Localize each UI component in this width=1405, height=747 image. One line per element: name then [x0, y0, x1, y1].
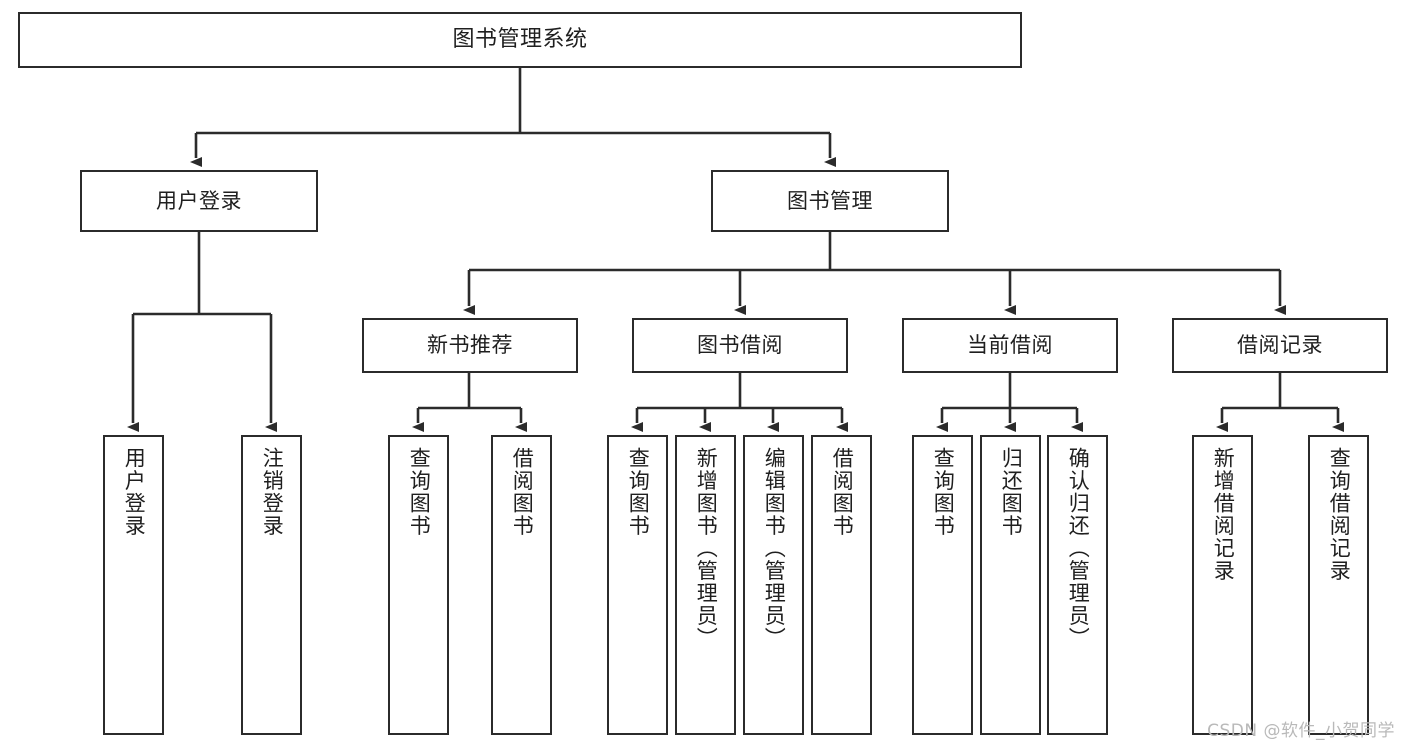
- leaf-add-borrow-record[interactable]: 新增借阅记录: [1192, 435, 1253, 735]
- leaf-query-borrow-record[interactable]: 查询借阅记录: [1308, 435, 1369, 735]
- leaf-edit-book-admin[interactable]: 编辑图书（管理员）: [743, 435, 804, 735]
- node-book-borrow[interactable]: 图书借阅: [632, 318, 848, 373]
- node-label: 归还图书: [999, 447, 1024, 537]
- node-new-book-recommend[interactable]: 新书推荐: [362, 318, 578, 373]
- leaf-confirm-return-admin[interactable]: 确认归还（管理员）: [1047, 435, 1108, 735]
- node-label: 查询图书: [931, 447, 956, 537]
- node-label: 当前借阅: [967, 333, 1053, 358]
- node-label: 借阅图书: [830, 447, 855, 537]
- node-label: 注销登录: [260, 447, 285, 537]
- node-label: 新增借阅记录: [1211, 447, 1236, 582]
- node-book-manage[interactable]: 图书管理: [711, 170, 949, 232]
- node-label: 用户登录: [122, 447, 147, 537]
- node-label: 借阅记录: [1237, 333, 1323, 358]
- leaf-borrow-book[interactable]: 借阅图书: [811, 435, 872, 735]
- node-root-system[interactable]: 图书管理系统: [18, 12, 1022, 68]
- node-label: 新增图书（管理员）: [694, 447, 719, 650]
- leaf-query-book-new-rec[interactable]: 查询图书: [388, 435, 449, 735]
- node-label: 查询图书: [626, 447, 651, 537]
- node-label: 用户登录: [156, 188, 242, 213]
- csdn-watermark: CSDN @软件_小贺同学: [1207, 721, 1395, 741]
- node-label: 图书管理: [787, 188, 873, 213]
- leaf-borrow-book-new-rec[interactable]: 借阅图书: [491, 435, 552, 735]
- node-label: 查询图书: [407, 447, 432, 537]
- leaf-query-book-borrow[interactable]: 查询图书: [607, 435, 668, 735]
- leaf-user-login[interactable]: 用户登录: [103, 435, 164, 735]
- node-label: 新书推荐: [427, 333, 513, 358]
- leaf-query-book-current[interactable]: 查询图书: [912, 435, 973, 735]
- node-label: 确认归还（管理员）: [1066, 447, 1091, 650]
- leaf-return-book[interactable]: 归还图书: [980, 435, 1041, 735]
- node-label: 编辑图书（管理员）: [762, 447, 787, 650]
- node-label: 图书管理系统: [452, 27, 588, 53]
- leaf-add-book-admin[interactable]: 新增图书（管理员）: [675, 435, 736, 735]
- node-user-login[interactable]: 用户登录: [80, 170, 318, 232]
- node-borrow-record[interactable]: 借阅记录: [1172, 318, 1388, 373]
- node-label: 查询借阅记录: [1327, 447, 1352, 582]
- node-label: 借阅图书: [510, 447, 535, 537]
- leaf-user-logout[interactable]: 注销登录: [241, 435, 302, 735]
- node-label: 图书借阅: [697, 333, 783, 358]
- node-current-borrow[interactable]: 当前借阅: [902, 318, 1118, 373]
